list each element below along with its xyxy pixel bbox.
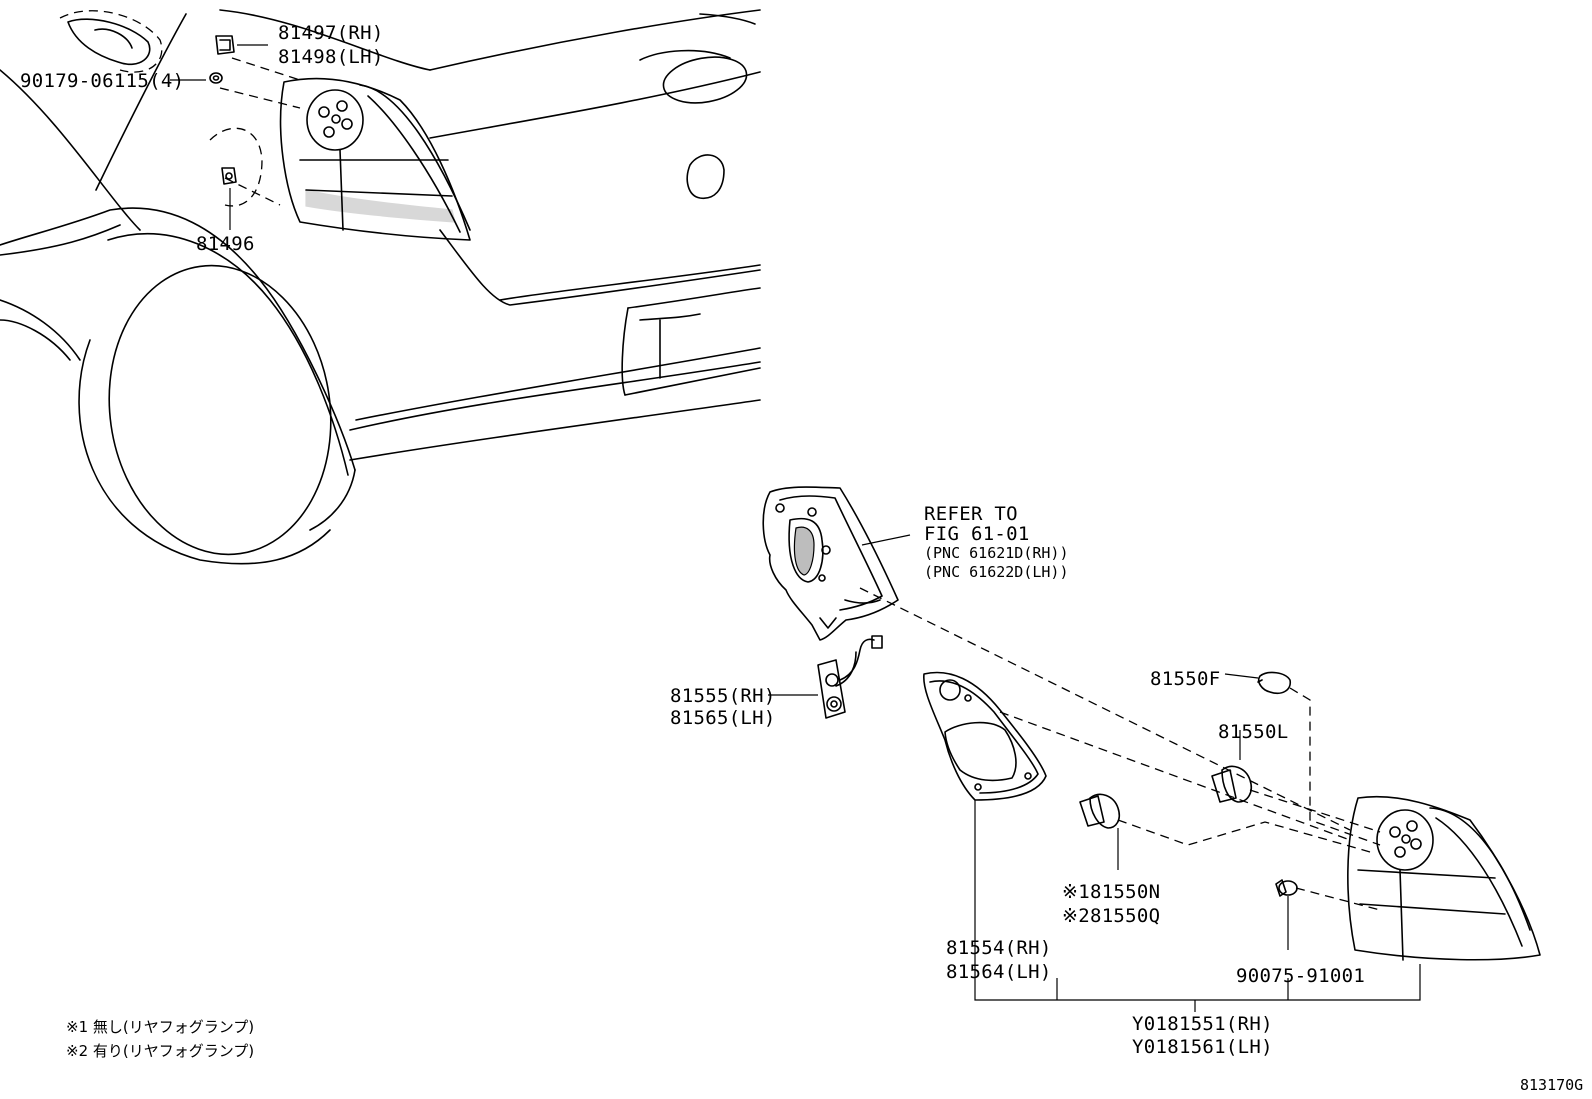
body-panel-reference bbox=[762, 486, 899, 641]
clip-81497 bbox=[215, 35, 235, 55]
screw-90075 bbox=[1275, 879, 1298, 897]
nut-90179 bbox=[209, 72, 223, 84]
bulb-81550L bbox=[1211, 765, 1253, 803]
cushion-81496 bbox=[221, 167, 237, 185]
exploded-view-lines bbox=[859, 587, 1381, 911]
label-81550F: 81550F bbox=[1150, 668, 1220, 690]
footnote-2: ※2 有り(リヤフォグランプ) bbox=[66, 1042, 254, 1060]
figure-code: 813170G bbox=[1520, 1076, 1583, 1094]
socket-wire-81555 bbox=[817, 635, 883, 719]
label-fig-ref: FIG 61-01 bbox=[924, 523, 1030, 545]
footnote-1: ※1 無し(リヤフォグランプ) bbox=[66, 1018, 254, 1036]
label-81550N: ※181550N bbox=[1062, 881, 1160, 903]
label-81565: 81565(LH) bbox=[670, 707, 776, 729]
label-81550Q: ※281550Q bbox=[1062, 905, 1160, 927]
label-pnc-lh: (PNC 61622D(LH)) bbox=[924, 563, 1069, 581]
gasket-81554 bbox=[923, 671, 1047, 801]
label-90179: 90179-06115(4) bbox=[20, 70, 184, 92]
label-pnc-rh: (PNC 61621D(RH)) bbox=[924, 544, 1069, 562]
label-90075: 90075-91001 bbox=[1236, 965, 1365, 987]
car-rear-body bbox=[0, 9, 761, 565]
bulb-81550N bbox=[1079, 793, 1121, 829]
install-lines-car bbox=[219, 57, 301, 206]
label-81497: 81497(RH) bbox=[278, 22, 384, 44]
label-81550L: 81550L bbox=[1218, 721, 1288, 743]
label-y0181561: Y0181561(LH) bbox=[1132, 1036, 1273, 1058]
label-81498: 81498(LH) bbox=[278, 46, 384, 68]
tail-lamp-assembly bbox=[1347, 795, 1541, 961]
label-y0181551: Y0181551(RH) bbox=[1132, 1013, 1273, 1035]
label-81554: 81554(RH) bbox=[946, 937, 1052, 959]
label-81564: 81564(LH) bbox=[946, 961, 1052, 983]
label-81555: 81555(RH) bbox=[670, 685, 776, 707]
bulb-81550F bbox=[1257, 671, 1292, 695]
label-81496: 81496 bbox=[196, 233, 255, 255]
label-refer-to: REFER TO bbox=[924, 503, 1018, 525]
